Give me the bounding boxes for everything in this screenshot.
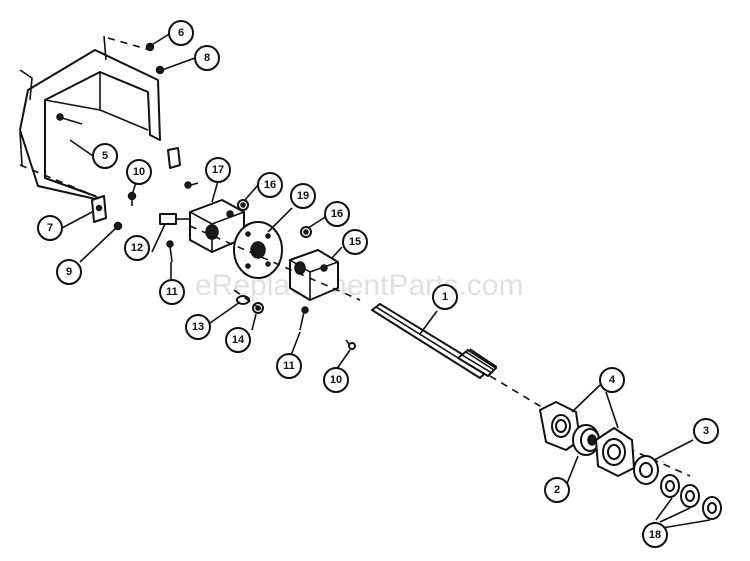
callout-11-upper: 11 <box>159 279 185 305</box>
callout-11-lower: 11 <box>276 353 302 379</box>
svg-text:2: 2 <box>554 484 560 496</box>
svg-text:11: 11 <box>166 286 178 298</box>
callout-8: 8 <box>194 45 220 71</box>
svg-text:19: 19 <box>297 190 309 202</box>
part-7-bracket <box>91 195 107 223</box>
callout-5: 5 <box>92 143 118 169</box>
callout-13: 13 <box>185 314 211 340</box>
callout-14: 14 <box>225 327 251 353</box>
callout-16-upper: 16 <box>257 172 283 198</box>
svg-text:10: 10 <box>330 374 342 386</box>
part-9-screw <box>113 221 123 231</box>
part-2-bearing <box>572 424 600 456</box>
svg-text:14: 14 <box>232 334 245 346</box>
svg-text:9: 9 <box>66 266 72 278</box>
svg-text:1: 1 <box>442 291 448 303</box>
part-18-washers <box>660 474 722 520</box>
callout-1: 1 <box>432 284 458 310</box>
callout-12: 12 <box>124 235 150 261</box>
callout-17: 17 <box>205 157 231 183</box>
svg-text:7: 7 <box>47 222 53 234</box>
part-15-bearing-block <box>289 249 339 301</box>
cover-bolt <box>56 113 83 125</box>
callout-19: 19 <box>290 183 316 209</box>
part-11-screw-lower <box>299 306 309 331</box>
part-3-collar <box>633 455 659 485</box>
callout-6: 6 <box>168 20 194 46</box>
svg-text:6: 6 <box>178 27 184 39</box>
svg-text:8: 8 <box>204 52 210 64</box>
svg-text:4: 4 <box>609 374 616 386</box>
callout-3: 3 <box>693 418 719 444</box>
svg-text:16: 16 <box>264 179 276 191</box>
centerline-hardware <box>233 289 263 311</box>
callout-10-upper: 10 <box>126 159 152 185</box>
part-4-flange-right <box>595 427 635 477</box>
svg-text:13: 13 <box>192 321 204 333</box>
centerline-upper <box>189 225 361 301</box>
svg-text:17: 17 <box>212 164 224 176</box>
callout-15: 15 <box>342 229 368 255</box>
leader-lines <box>61 32 711 529</box>
svg-text:12: 12 <box>131 242 143 254</box>
svg-text:15: 15 <box>349 236 361 248</box>
callout-2: 2 <box>544 477 570 503</box>
part-12-bolt <box>159 213 190 225</box>
callout-16-lower: 16 <box>324 201 350 227</box>
svg-text:11: 11 <box>283 360 295 372</box>
cover-clip <box>167 147 199 189</box>
svg-text:10: 10 <box>133 166 145 178</box>
part-16-nut-lower <box>300 226 312 238</box>
callout-18: 18 <box>642 522 668 548</box>
svg-text:5: 5 <box>102 150 108 162</box>
part-16-nut-upper <box>237 199 249 211</box>
part-10-screw-upper <box>127 191 137 206</box>
svg-text:3: 3 <box>703 425 709 437</box>
part-1-shaft <box>371 303 498 379</box>
callout-10-lower: 10 <box>323 367 349 393</box>
callout-7: 7 <box>37 215 63 241</box>
callout-4: 4 <box>599 367 625 393</box>
part-6-8-hardware <box>145 42 165 75</box>
part-10-pin-lower <box>345 339 356 350</box>
callout-9: 9 <box>56 259 82 285</box>
part-5-cover <box>19 35 161 201</box>
svg-text:18: 18 <box>649 529 661 541</box>
svg-text:16: 16 <box>331 208 343 220</box>
part-19-flange-plate <box>233 221 283 279</box>
part-11-screw-upper <box>166 240 174 263</box>
